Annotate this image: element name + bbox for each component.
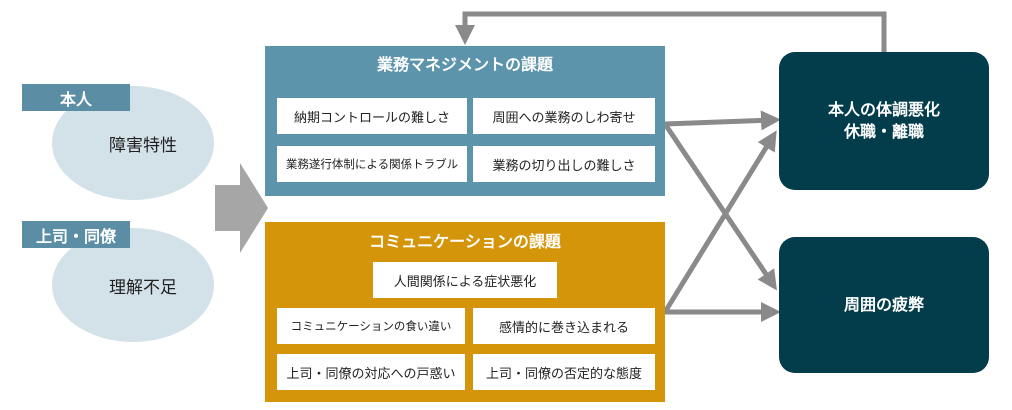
comm-panel-title: コミュニケーションの課題	[369, 232, 561, 251]
arrow-work-to-surroundings	[662, 122, 778, 291]
result-person-line2: 休職・離職	[843, 122, 924, 141]
comm-item-mismatch: コミュニケーションの食い違い	[277, 308, 465, 344]
result-surroundings-line1: 周囲の疲弊	[843, 295, 924, 314]
work-panel-title: 業務マネジメントの課題	[376, 55, 553, 74]
result-person: 本人の体調悪化 休職・離職	[779, 52, 989, 190]
feedback-arrow	[455, 11, 887, 52]
work-item-trouble: 業務遂行体制による関係トラブル	[277, 146, 467, 182]
comm-panel: コミュニケーションの課題 人間関係による症状悪化 コミュニケーションの食い違い …	[265, 222, 665, 402]
work-item-carveout: 業務の切り出しの難しさ	[473, 146, 655, 182]
result-surroundings: 周囲の疲弊	[779, 237, 989, 373]
work-item-deadline: 納期コントロールの難しさ	[277, 98, 467, 134]
comm-item-symptom: 人間関係による症状悪化	[373, 262, 557, 298]
colleagues-tag: 上司・同僚	[22, 221, 130, 248]
main-right-arrow	[215, 163, 268, 253]
work-panel: 業務マネジメントの課題 納期コントロールの難しさ 周囲への業務のしわ寄せ 業務遂…	[265, 46, 665, 196]
comm-item-confusion: 上司・同僚の対応への戸惑い	[277, 354, 465, 390]
comm-item-negative: 上司・同僚の否定的な態度	[473, 354, 655, 390]
colleagues-ellipse: 理解不足	[52, 228, 214, 342]
result-person-line1: 本人の体調悪化	[827, 100, 940, 119]
work-item-burden: 周囲への業務のしわ寄せ	[473, 98, 655, 134]
comm-item-emotional: 感情的に巻き込まれる	[473, 308, 655, 344]
arrow-comm-to-person	[662, 130, 777, 314]
colleagues-ellipse-label: 理解不足	[109, 277, 177, 298]
arrow-work-to-person	[664, 110, 781, 131]
person-tag: 本人	[22, 84, 130, 111]
person-ellipse-label: 障害特性	[109, 135, 177, 156]
